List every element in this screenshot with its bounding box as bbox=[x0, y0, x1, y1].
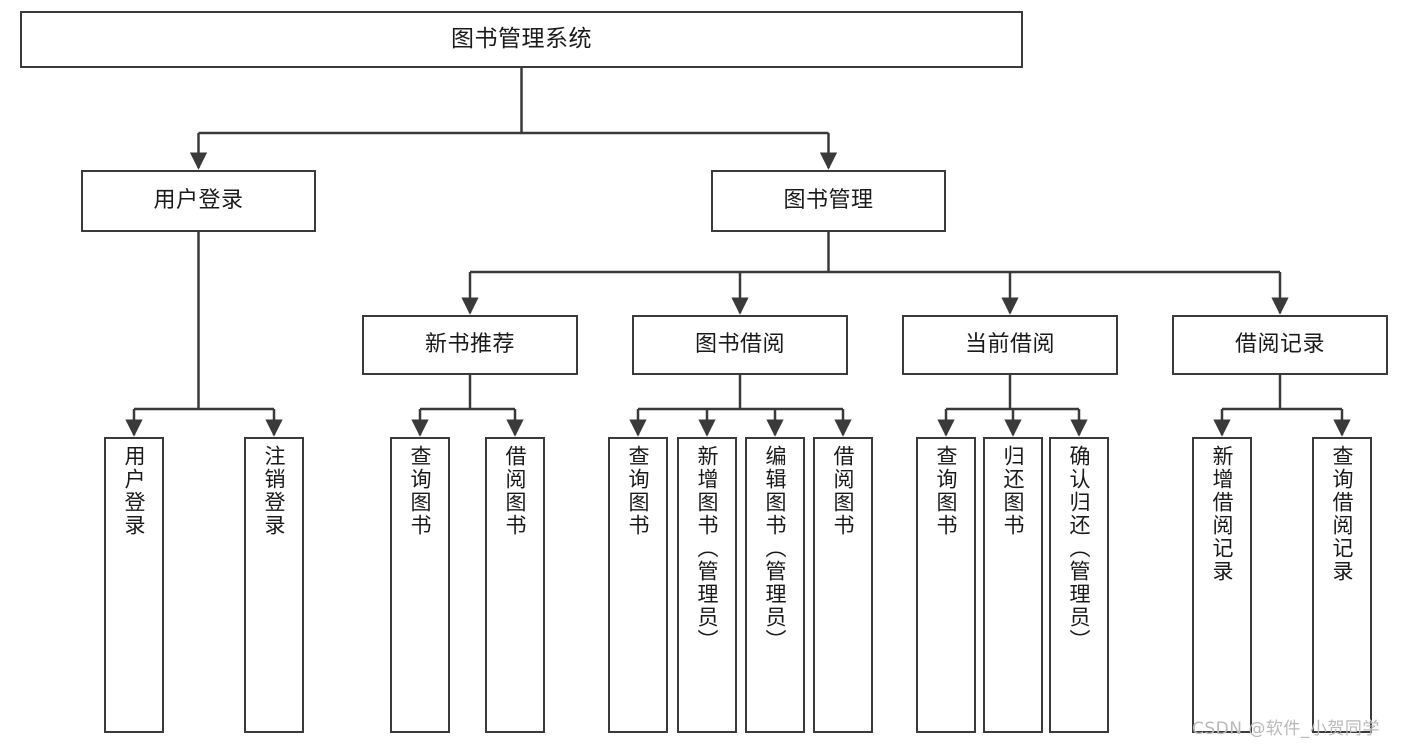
node-leaf-user-logout[interactable]: 注销登录 bbox=[244, 437, 304, 733]
node-label: 查询借阅记录 bbox=[1330, 445, 1355, 583]
node-label: 新增图书（管理员） bbox=[695, 445, 720, 652]
node-leaf-bw-query[interactable]: 查询图书 bbox=[608, 437, 668, 733]
node-newbook[interactable]: 新书推荐 bbox=[362, 315, 578, 375]
node-label: 图书管理 bbox=[783, 188, 874, 213]
node-leaf-cb-return[interactable]: 归还图书 bbox=[983, 437, 1043, 733]
node-leaf-cb-confirm[interactable]: 确认归还（管理员） bbox=[1049, 437, 1109, 733]
node-label: 查询图书 bbox=[934, 445, 959, 537]
node-label: 新书推荐 bbox=[424, 332, 515, 357]
node-leaf-bw-edit[interactable]: 编辑图书（管理员） bbox=[745, 437, 805, 733]
node-label: 当前借阅 bbox=[964, 332, 1055, 357]
node-leaf-bw-borrow[interactable]: 借阅图书 bbox=[813, 437, 873, 733]
node-leaf-nb-query[interactable]: 查询图书 bbox=[390, 437, 450, 733]
node-current[interactable]: 当前借阅 bbox=[902, 315, 1118, 375]
node-label: 查询图书 bbox=[626, 445, 651, 537]
node-login[interactable]: 用户登录 bbox=[81, 170, 316, 232]
node-records[interactable]: 借阅记录 bbox=[1172, 315, 1388, 375]
node-label: 图书借阅 bbox=[694, 332, 785, 357]
node-label: 编辑图书（管理员） bbox=[763, 445, 788, 652]
node-leaf-rc-query[interactable]: 查询借阅记录 bbox=[1312, 437, 1372, 733]
node-leaf-rc-add[interactable]: 新增借阅记录 bbox=[1192, 437, 1252, 733]
node-root[interactable]: 图书管理系统 bbox=[20, 11, 1023, 68]
csdn-watermark: CSDN @软件_小贺同学 bbox=[1192, 719, 1380, 739]
node-leaf-user-login[interactable]: 用户登录 bbox=[104, 437, 164, 733]
node-label: 注销登录 bbox=[262, 445, 287, 537]
node-label: 归还图书 bbox=[1001, 445, 1026, 537]
node-label: 借阅图书 bbox=[831, 445, 856, 537]
node-leaf-cb-query[interactable]: 查询图书 bbox=[916, 437, 976, 733]
node-leaf-bw-add[interactable]: 新增图书（管理员） bbox=[677, 437, 737, 733]
node-label: 用户登录 bbox=[153, 188, 244, 213]
node-bookmgmt[interactable]: 图书管理 bbox=[711, 170, 946, 232]
node-label: 用户登录 bbox=[122, 445, 147, 537]
node-label: 查询图书 bbox=[408, 445, 433, 537]
node-label: 确认归还（管理员） bbox=[1067, 445, 1092, 652]
node-label: 借阅记录 bbox=[1234, 332, 1325, 357]
node-label: 图书管理系统 bbox=[451, 26, 592, 52]
node-leaf-nb-borrow[interactable]: 借阅图书 bbox=[485, 437, 545, 733]
node-borrow[interactable]: 图书借阅 bbox=[632, 315, 848, 375]
node-label: 新增借阅记录 bbox=[1210, 445, 1235, 583]
node-label: 借阅图书 bbox=[503, 445, 528, 537]
